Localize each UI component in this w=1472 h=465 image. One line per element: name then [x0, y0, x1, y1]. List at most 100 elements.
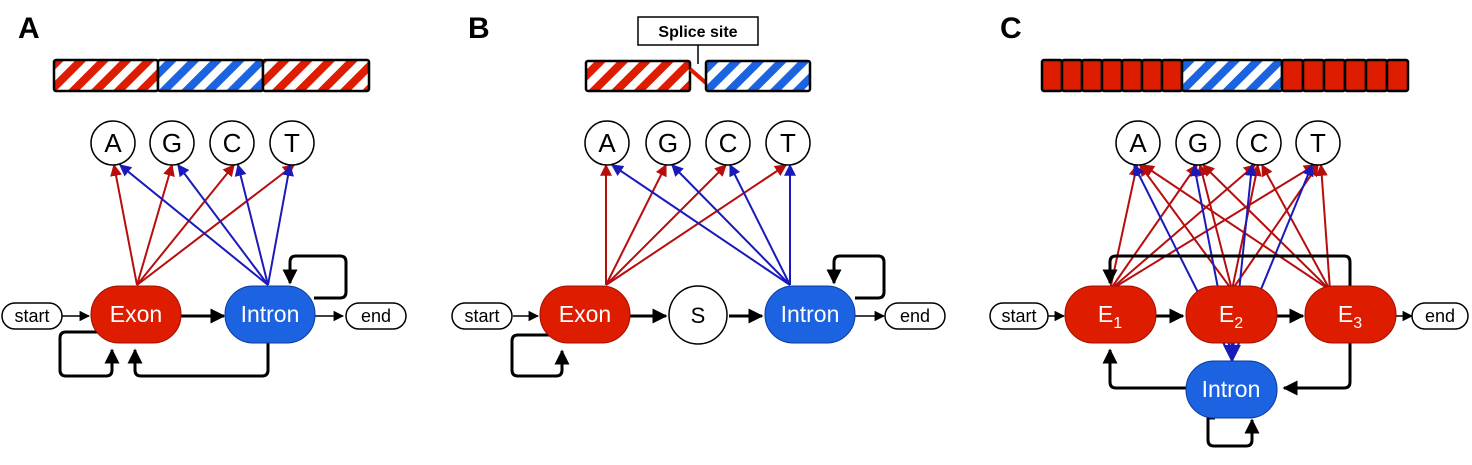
exon-state-label: Exon	[559, 301, 611, 327]
intron-state-label: Intron	[241, 301, 300, 327]
panel-b-terminals: start end	[451, 302, 946, 330]
e2-state-subscript: 2	[1234, 315, 1243, 332]
codon-block	[1140, 58, 1164, 93]
codon-block	[1322, 58, 1347, 93]
intron-state-label: Intron	[781, 301, 840, 327]
nucleotide-node	[705, 120, 751, 166]
nucleotide-node	[1175, 120, 1221, 166]
exon-state	[539, 285, 631, 344]
splice-state-label: S	[691, 303, 706, 328]
codon-block	[1080, 58, 1104, 93]
exon-self-loop	[510, 333, 570, 378]
nucleotide-node	[584, 120, 630, 166]
panel-c: C	[989, 12, 1469, 448]
emission-edge	[136, 164, 235, 286]
start-terminal	[989, 302, 1049, 330]
e1-state-subscript: 1	[1113, 315, 1122, 332]
emission-edge	[605, 163, 667, 286]
nucleotide-label: C	[719, 128, 738, 158]
e1-state	[1064, 285, 1157, 344]
intron-to-exon-transition	[127, 343, 270, 378]
nucleotide-label: T	[1310, 128, 1326, 158]
panel-b-states: Exon S Intron	[539, 285, 856, 345]
codon-block	[1160, 58, 1184, 93]
intron-to-e1-transition	[1102, 348, 1186, 390]
exon-segment	[261, 58, 371, 93]
codon-block	[1385, 58, 1410, 93]
splice-site-callout-box	[637, 16, 759, 46]
splice-site-callout-text: Splice site	[658, 24, 737, 41]
emission-edge	[136, 164, 295, 286]
nucleotide-node	[90, 120, 136, 166]
end-terminal	[1411, 302, 1469, 330]
intron-state-label: Intron	[1202, 376, 1261, 402]
exon-segment	[52, 58, 160, 93]
panel-b-sequence-bar	[584, 59, 812, 93]
end-label: end	[361, 306, 391, 326]
exon-state-label: Exon	[110, 301, 162, 327]
panel-b-label: B	[468, 12, 490, 45]
e2-state	[1185, 285, 1278, 344]
e3-to-intron-transition	[1282, 343, 1352, 396]
end-terminal	[884, 302, 946, 330]
nucleotide-label: G	[1188, 128, 1208, 158]
e3-state-base: E	[1338, 301, 1353, 327]
nucleotide-label: A	[104, 128, 122, 158]
start-terminal	[451, 302, 513, 330]
nucleotide-label: T	[780, 128, 796, 158]
panel-a: A A G C T	[1, 12, 407, 378]
emission-edge	[729, 163, 791, 286]
codon-block	[1120, 58, 1144, 93]
e2-state-label: E2	[1219, 301, 1243, 332]
nucleotide-node	[269, 120, 315, 166]
emission-edge	[605, 164, 787, 286]
start-label: start	[464, 306, 499, 326]
codon-block	[1301, 58, 1326, 93]
start-terminal	[1, 302, 63, 330]
codon-block	[1100, 58, 1124, 93]
e3-to-e1-transition	[1102, 254, 1352, 290]
intron-state	[764, 285, 856, 344]
intron-segment	[156, 58, 265, 93]
panel-c-transitions	[1046, 254, 1414, 448]
emission-edge	[1261, 163, 1331, 291]
codon-block	[1364, 58, 1389, 93]
emission-edge	[671, 164, 791, 286]
emission-edge	[1142, 164, 1331, 291]
nucleotide-label: G	[658, 128, 678, 158]
panel-a-sequence-bar	[52, 58, 371, 93]
start-label: start	[14, 306, 49, 326]
e3-state-subscript: 3	[1353, 315, 1362, 332]
emission-edge	[611, 164, 791, 286]
end-terminal	[345, 302, 407, 330]
nucleotide-node	[645, 120, 691, 166]
emission-edge	[177, 164, 269, 286]
nucleotide-node	[1115, 120, 1161, 166]
e1-state-label: E1	[1098, 301, 1122, 332]
intron-self-loop	[826, 254, 886, 300]
emission-edge	[234, 163, 269, 286]
panel-c-states: E1 E2 E3 Intron	[1064, 285, 1397, 419]
nucleotide-node	[765, 120, 811, 166]
panel-c-sequence-bar	[1040, 58, 1410, 93]
nucleotide-label: T	[284, 128, 300, 158]
intron-self-loop	[1206, 416, 1260, 448]
codon-block	[1040, 58, 1064, 93]
e1-state-base: E	[1098, 301, 1113, 327]
e3-state-label: E3	[1338, 301, 1362, 332]
end-label: end	[900, 306, 930, 326]
start-label: start	[1001, 306, 1036, 326]
emission-edge	[1202, 164, 1331, 291]
e3-state	[1304, 285, 1397, 344]
emission-edge	[1139, 164, 1233, 291]
emission-edge	[605, 164, 727, 286]
emission-edge	[136, 163, 175, 286]
panel-b-transitions	[510, 254, 886, 378]
panel-c-terminals: start end	[989, 302, 1469, 330]
emission-edge	[119, 164, 269, 286]
splice-junction-mark	[688, 67, 708, 85]
nucleotide-label: A	[598, 128, 616, 158]
nucleotide-label: C	[223, 128, 242, 158]
panel-a-nucleotides: A G C T	[90, 120, 315, 166]
nucleotide-label: A	[1129, 128, 1147, 158]
